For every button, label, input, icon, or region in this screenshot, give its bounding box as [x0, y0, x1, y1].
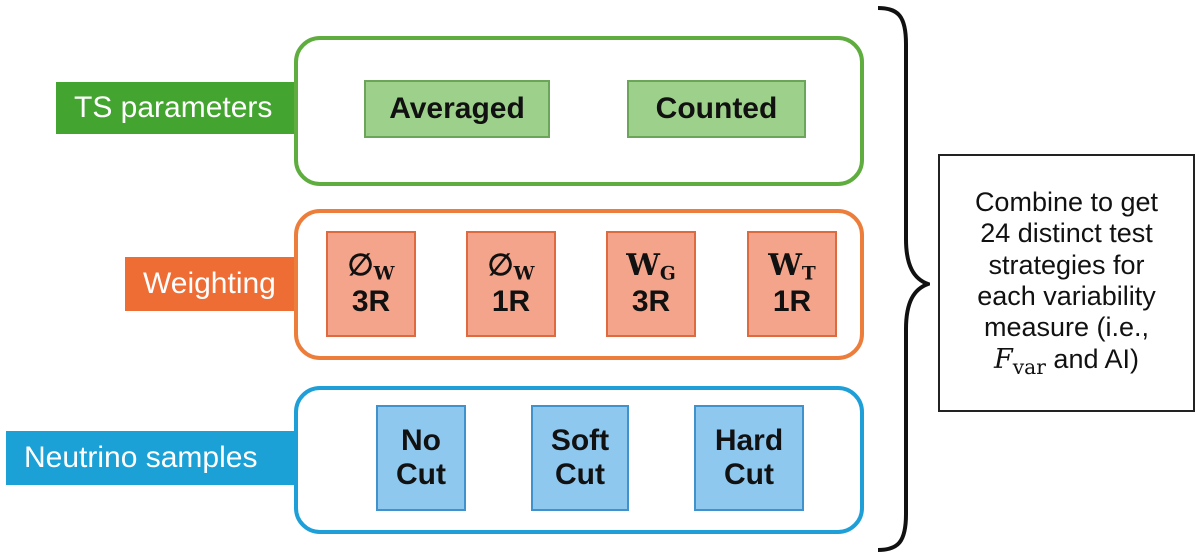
counted-chip-label: Counted — [655, 91, 778, 125]
no-cut-chip: No Cut — [376, 405, 466, 511]
ts-parameters-label: TS parameters — [56, 82, 294, 134]
weighting-chip-rounds: 1R — [491, 284, 531, 318]
averaged-chip: Averaged — [364, 80, 550, 138]
fvar-subscript: var — [1012, 354, 1046, 379]
weighting-label: Weighting — [125, 257, 294, 311]
combine-note-line: strategies for — [988, 249, 1145, 280]
chip-line2: Cut — [396, 458, 446, 491]
chip-line1: Soft — [550, 423, 610, 457]
fvar-symbol: F — [993, 343, 1013, 375]
weighting-chip-symbol: WT — [768, 247, 816, 285]
combine-note-line: measure (i.e., — [983, 312, 1150, 343]
averaged-chip-label: Averaged — [389, 91, 525, 125]
weighting-chip-rounds: 1R — [772, 284, 812, 318]
combine-note-tail: and AI) — [1045, 343, 1139, 374]
combine-note-line: each variability — [977, 280, 1156, 311]
weighting-chip-phi-w-3r: ∅W 3R — [326, 231, 416, 337]
combine-note-box: Combine to get 24 distinct test strategi… — [938, 154, 1195, 412]
combine-note-line: Combine to get — [974, 186, 1159, 217]
chip-line2: Cut — [724, 458, 774, 491]
combine-note-last-line: Fvar and AI) — [994, 344, 1139, 380]
weighting-chip-symbol: ∅W — [487, 247, 535, 285]
ts-parameters-label-text: TS parameters — [74, 91, 273, 124]
neutrino-samples-label-text: Neutrino samples — [24, 441, 258, 474]
soft-cut-chip: Soft Cut — [531, 405, 629, 511]
weighting-chip-symbol: WG — [626, 247, 676, 285]
chip-line1: No — [401, 423, 441, 457]
weighting-chip-wt-1r: WT 1R — [747, 231, 837, 337]
weighting-chip-phi-w-1r: ∅W 1R — [466, 231, 556, 337]
hard-cut-chip: Hard Cut — [694, 405, 804, 511]
curly-brace — [877, 6, 930, 552]
combine-note-line: 24 distinct test — [980, 218, 1153, 249]
chip-line1: Hard — [714, 423, 784, 457]
weighting-chip-wg-3r: WG 3R — [606, 231, 696, 337]
chip-line2: Cut — [555, 458, 605, 491]
counted-chip: Counted — [627, 80, 806, 138]
neutrino-samples-label: Neutrino samples — [6, 431, 294, 485]
weighting-chip-symbol: ∅W — [347, 247, 395, 285]
weighting-chip-rounds: 3R — [351, 284, 391, 318]
weighting-chip-rounds: 3R — [631, 284, 671, 318]
weighting-label-text: Weighting — [143, 267, 276, 300]
